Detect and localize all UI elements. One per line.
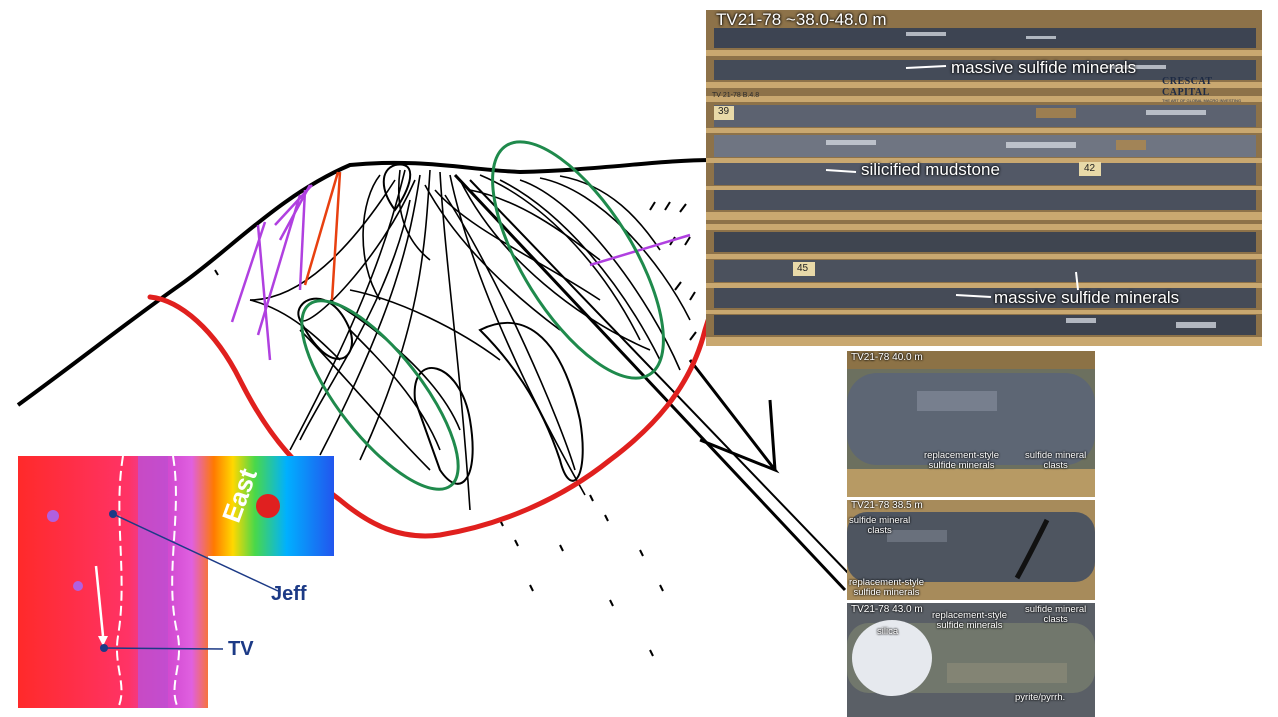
tray-logo: CRESCAT CAPITAL THE ART OF GLOBAL MACRO … [1162,76,1260,103]
dykes-orange [303,171,342,301]
north-arrow [94,565,105,637]
bedding-dashes [214,201,697,657]
core-photo-2-header: TV21-78 38.5 m [851,500,923,511]
fault-line-main [453,173,847,592]
core-photo-2-image [847,500,1095,600]
lobe-top-left [382,163,412,212]
core-photo-3-header: TV21-78 43.0 m [851,604,923,615]
core-photo-1-image [847,351,1095,497]
core-photo-3-label-clasts: sulfide mineral clasts [1025,604,1087,625]
tray-tag-row1: TV 21-78 B.4.8 [712,92,760,99]
core-photo-2-label-clasts: sulfide mineral clasts [849,515,911,536]
tray-tag-45: 45 [797,263,809,274]
target-ellipse-left [300,299,460,491]
dykes-purple [230,184,691,361]
core-photo-3-label-replacement: replacement-style sulfide minerals [932,610,1007,631]
topography-line [16,158,713,407]
tray-leader-lines [825,65,1079,298]
tray-header: TV21-78 ~38.0-48.0 m [716,10,887,29]
map-inset: East Jeff TV [18,455,334,709]
magnetic-map-image [18,455,334,709]
tray-rows [714,28,1256,335]
logo-text: CRESCAT CAPITAL [1162,76,1213,98]
tray-label-massive-sulfide-bottom: massive sulfide minerals [994,288,1180,307]
target-ellipse-right [491,140,665,380]
lobe-left [297,297,353,360]
tray-tag-39: 39 [718,106,730,117]
tray-label-silicified-mudstone: silicified mudstone [861,160,1000,179]
core-photo-3-label-silica: silica [877,626,899,637]
core-photo-2: TV21-78 38.5 m sulfide mineral clasts re… [847,500,1095,600]
core-photo-1: TV21-78 40.0 m replacement-style sulfide… [847,351,1095,497]
core-photo-2-label-replacement: replacement-style sulfide minerals [849,577,924,598]
core-photo-1-label-replacement: replacement-style sulfide minerals [924,450,999,471]
logo-subtext: THE ART OF GLOBAL MACRO INVESTING [1162,98,1242,103]
tray-tag-42: 42 [1084,163,1096,174]
core-photo-3: TV21-78 43.0 m silica replacement-style … [847,603,1095,717]
fault-line-secondary [469,179,851,576]
map-label-jeff: Jeff [271,583,307,605]
core-tray-photo: TV21-78 ~38.0-48.0 m massive sulfide min… [706,10,1262,346]
map-label-tv: TV [228,638,254,660]
core-tray-image [706,10,1262,346]
fault-arrow [688,359,780,474]
core-photo-1-header: TV21-78 40.0 m [851,352,923,363]
tray-label-massive-sulfide-top: massive sulfide minerals [951,58,1137,77]
core-photo-1-label-clasts: sulfide mineral clasts [1025,450,1087,471]
lobe-right [478,321,584,482]
core-photo-3-image [847,603,1095,717]
core-photo-3-label-pyrite: pyrite/pyrrh. [1015,692,1066,703]
